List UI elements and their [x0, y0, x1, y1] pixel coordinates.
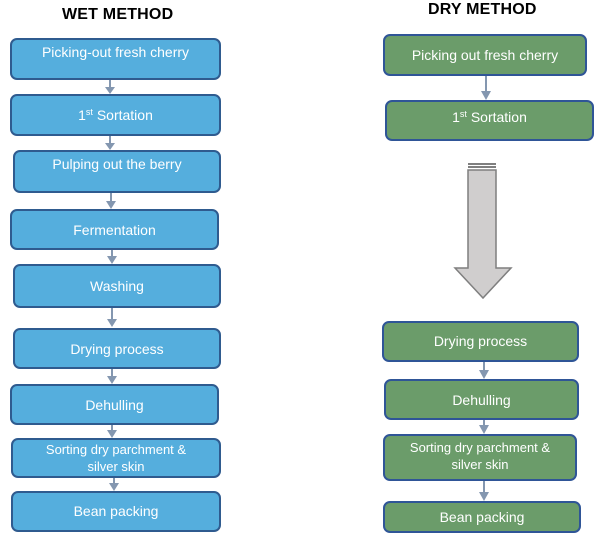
dry-connector-arrow-4 [479, 481, 489, 501]
dry-step-label: Sorting dry parchment &silver skin [409, 440, 551, 472]
wet-connector-arrow-8 [109, 478, 119, 491]
dry-step-dehulling: Dehulling [384, 379, 579, 420]
dry-step-label: Drying process [433, 333, 528, 349]
dry-step-drying-process: Drying process [382, 321, 579, 362]
wet-step-first-sortation: 1st Sortation [10, 94, 221, 136]
wet-step-fermentation: Fermentation [10, 209, 219, 250]
dry-step-label: Bean packing [439, 509, 525, 525]
wet-step-picking-out-fresh-cherry: Picking-out fresh cherry [10, 38, 221, 80]
wet-step-pulping-out-the-berry: Pulping out the berry [13, 150, 221, 193]
wet-connector-arrow-3 [106, 193, 116, 209]
wet-step-drying-process: Drying process [13, 328, 221, 369]
dry-step-label: 1st Sortation [452, 109, 527, 125]
wet-connector-arrow-6 [107, 369, 117, 384]
wet-step-label: Fermentation [73, 221, 156, 238]
dry-connector-arrow-2 [479, 362, 489, 379]
wet-step-label: Dehulling [85, 396, 144, 413]
wet-step-label: Washing [90, 278, 144, 294]
wet-step-label: 1st Sortation [78, 107, 153, 123]
wet-connector-arrow-5 [107, 308, 117, 327]
dry-step-label: Dehulling [452, 391, 511, 408]
dry-step-picking-out-fresh-cherry: Picking out fresh cherry [383, 34, 587, 76]
dry-step-first-sortation: 1st Sortation [385, 100, 594, 141]
wet-connector-arrow-4 [107, 250, 117, 264]
dry-connector-arrow-1 [481, 76, 491, 100]
wet-step-label: Sorting dry parchment &silver skin [45, 442, 187, 474]
wet-step-label: Drying process [70, 340, 164, 357]
wet-connector-arrow-7 [107, 425, 117, 438]
wet-step-label: Bean packing [73, 503, 159, 519]
block-arrow-down-icon [453, 163, 513, 300]
wet-connector-arrow-2 [105, 136, 115, 150]
wet-step-label: Pulping out the berry [52, 156, 182, 172]
dry-step-sorting-dry-parchment: Sorting dry parchment &silver skin [383, 434, 577, 481]
wet-step-bean-packing: Bean packing [11, 491, 221, 532]
dry-method-title: DRY METHOD [428, 1, 537, 18]
wet-method-title: WET METHOD [62, 6, 174, 23]
wet-step-dehulling: Dehulling [10, 384, 219, 425]
wet-step-label: Picking-out fresh cherry [41, 44, 190, 60]
wet-connector-arrow-1 [105, 80, 115, 94]
dry-step-label: Picking out fresh cherry [411, 47, 559, 63]
wet-step-washing: Washing [13, 264, 221, 308]
wet-step-sorting-dry-parchment: Sorting dry parchment &silver skin [11, 438, 221, 478]
dry-step-bean-packing: Bean packing [383, 501, 581, 533]
dry-connector-arrow-3 [479, 420, 489, 434]
